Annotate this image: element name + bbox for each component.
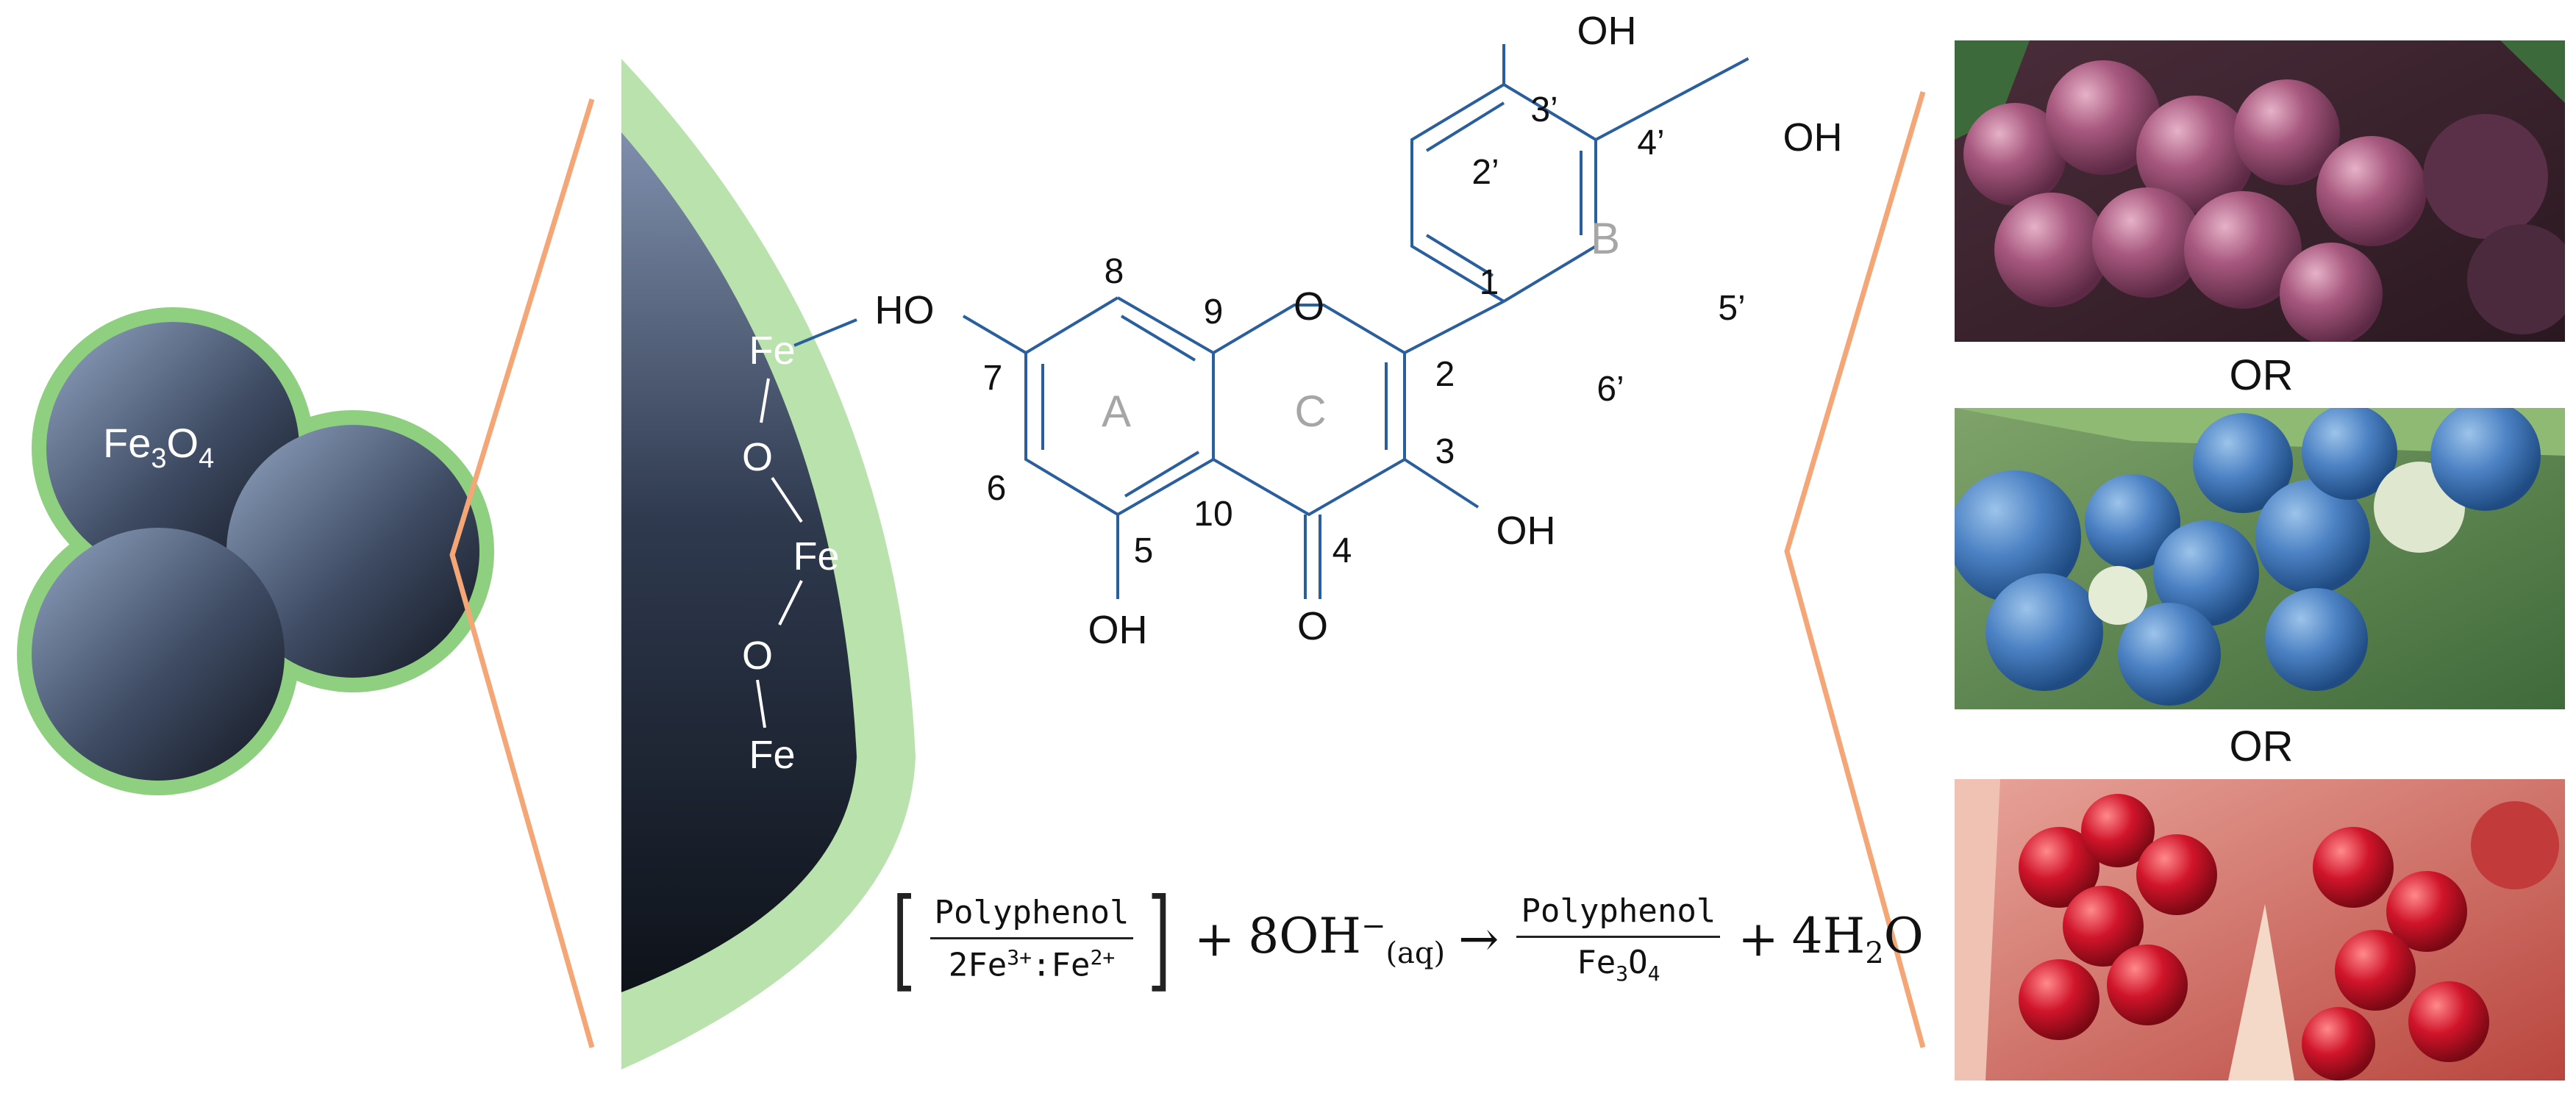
anchor-bond	[793, 318, 857, 347]
ring-label-a: A	[1102, 387, 1131, 436]
chain-o-1: O	[742, 435, 773, 479]
product-numerator: Polyphenol	[1516, 892, 1721, 939]
num-5: 5	[1134, 531, 1154, 570]
product-fraction: Polyphenol Fe3O4	[1516, 892, 1721, 986]
water-term: 4H2O	[1791, 907, 1924, 971]
or-label-1: OR	[2230, 351, 2294, 399]
num-1: 1	[1480, 263, 1499, 302]
ring-label-b: B	[1591, 214, 1620, 263]
left-bracket: [	[892, 875, 916, 1003]
num-10: 10	[1194, 495, 1232, 534]
num-2prime: 2’	[1471, 153, 1499, 192]
plus-sign-1: +	[1194, 911, 1235, 967]
pomegranate-photo	[1955, 779, 2565, 1081]
oh-c3prime: OH	[1577, 9, 1637, 53]
ring-b-double-3	[1425, 234, 1494, 277]
reactant-complex: [ Polyphenol 2Fe3+:Fe2+ ]	[882, 884, 1181, 995]
reaction-equation: [ Polyphenol 2Fe3+:Fe2+ ] + 8OH−(aq) → P…	[882, 878, 1924, 1000]
product-denominator: Fe3O4	[1577, 944, 1660, 986]
grapes-photo	[1955, 40, 2565, 342]
chain-fe-3: Fe	[749, 733, 795, 777]
nanoparticle-cluster: Fe3O4	[17, 307, 494, 795]
num-6prime: 6’	[1596, 370, 1624, 409]
oh-c5: OH	[1088, 608, 1148, 652]
ring-oxygen: O	[1294, 284, 1324, 329]
num-8: 8	[1105, 252, 1124, 291]
zoomed-surface: Fe O Fe O Fe	[621, 59, 916, 1069]
chain-o-2: O	[742, 634, 773, 678]
hydroxide-term: 8OH−(aq)	[1248, 907, 1446, 971]
c4p-oh-bond	[1595, 57, 1749, 141]
num-3prime: 3’	[1530, 90, 1558, 129]
chain-fe-1: Fe	[749, 329, 795, 373]
num-5prime: 5’	[1718, 289, 1745, 328]
reaction-arrow: →	[1458, 911, 1499, 967]
c3-oh-bond	[1403, 458, 1480, 509]
particle-core-3	[32, 528, 285, 781]
chain-bond-2	[771, 476, 803, 523]
ring-b-double-2	[1425, 101, 1505, 152]
c7-oh-bond	[962, 315, 1027, 354]
num-2: 2	[1435, 355, 1455, 394]
num-9: 9	[1204, 293, 1224, 332]
zoom-callout-left	[449, 98, 595, 1048]
ring-b-bonds	[1410, 82, 1597, 303]
surface-core	[621, 132, 857, 992]
chain-bond-1	[760, 378, 770, 423]
reactant-fraction: Polyphenol 2Fe3+:Fe2+	[930, 894, 1134, 984]
carbonyl-oxygen: O	[1297, 604, 1328, 648]
plus-sign-2: +	[1738, 911, 1779, 967]
num-4prime: 4’	[1637, 123, 1664, 162]
fe3o4-label: Fe3O4	[103, 420, 214, 474]
blueberries-photo	[1955, 408, 2565, 709]
flavonoid-labels: O O OH OH HO OH OH A B C 2’ 3’ 4’ 5’ 6’ …	[875, 9, 1843, 652]
num-7: 7	[983, 359, 1003, 398]
oh-c3: OH	[1496, 509, 1556, 553]
or-label-2: OR	[2230, 723, 2294, 770]
num-3: 3	[1435, 432, 1455, 471]
chain-bond-3	[778, 580, 803, 626]
chain-bond-4	[756, 679, 766, 728]
ring-a-double-1	[1120, 315, 1196, 362]
right-bracket: ]	[1147, 875, 1171, 1003]
c2-c1-bond	[1404, 300, 1505, 354]
chain-fe-2: Fe	[793, 534, 839, 578]
oh-c7: HO	[875, 288, 935, 332]
reactant-denominator: 2Fe3+:Fe2+	[948, 945, 1116, 984]
flavonoid-structure	[962, 44, 1749, 599]
ring-label-c: C	[1294, 387, 1326, 436]
reactant-numerator: Polyphenol	[930, 894, 1134, 940]
particle-core-2	[226, 425, 479, 678]
zoom-callout-right	[1784, 91, 1926, 1048]
num-6: 6	[987, 469, 1007, 508]
num-4: 4	[1332, 531, 1352, 570]
ring-a-double-3	[1124, 451, 1200, 498]
oh-c4prime: OH	[1783, 115, 1843, 160]
